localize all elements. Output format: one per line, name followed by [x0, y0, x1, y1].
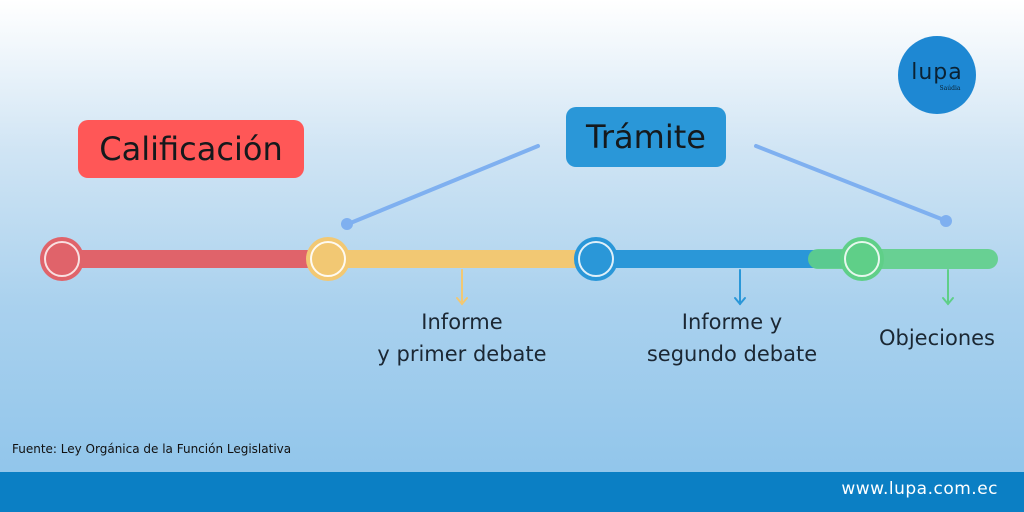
segment-informe-segundo-debate	[596, 250, 862, 268]
footer-bar	[0, 472, 1024, 512]
connector-dot-left	[341, 218, 353, 230]
source-note: Fuente: Ley Orgánica de la Función Legis…	[12, 442, 292, 456]
step-segundo-debate: Informe y segundo debate	[622, 306, 842, 370]
logo-subtext: Saúdia	[939, 85, 961, 92]
connector-line-right	[754, 144, 946, 222]
connector-dot-right	[940, 215, 952, 227]
node-objeciones	[840, 237, 884, 281]
connector-line-left	[346, 144, 540, 226]
stage-tramite-label: Trámite	[566, 107, 726, 167]
node-calificacion	[40, 237, 84, 281]
lupa-logo: lupa Saúdia	[898, 36, 976, 114]
node-segundo-debate	[574, 237, 618, 281]
arrow-down-icon	[734, 269, 746, 306]
footer-url[interactable]: www.lupa.com.ec	[841, 479, 998, 499]
stage-calificacion-label: Calificación	[78, 120, 304, 178]
step-objeciones: Objeciones	[866, 322, 1008, 354]
arrow-down-icon	[942, 269, 954, 306]
segment-informe-primer-debate	[326, 250, 596, 268]
segment-objeciones	[808, 249, 998, 269]
step-segundo-debate-line1: Informe y	[681, 310, 783, 334]
step-primer-debate: Informe y primer debate	[352, 306, 572, 370]
step-segundo-debate-line2: segundo debate	[646, 342, 818, 366]
step-primer-debate-line2: y primer debate	[377, 342, 547, 366]
logo-word: lupa	[911, 60, 963, 85]
step-primer-debate-line1: Informe	[421, 310, 503, 334]
arrow-down-icon	[456, 269, 468, 306]
step-objeciones-line1: Objeciones	[878, 326, 995, 350]
segment-calificacion	[62, 250, 326, 268]
node-primer-debate	[306, 237, 350, 281]
